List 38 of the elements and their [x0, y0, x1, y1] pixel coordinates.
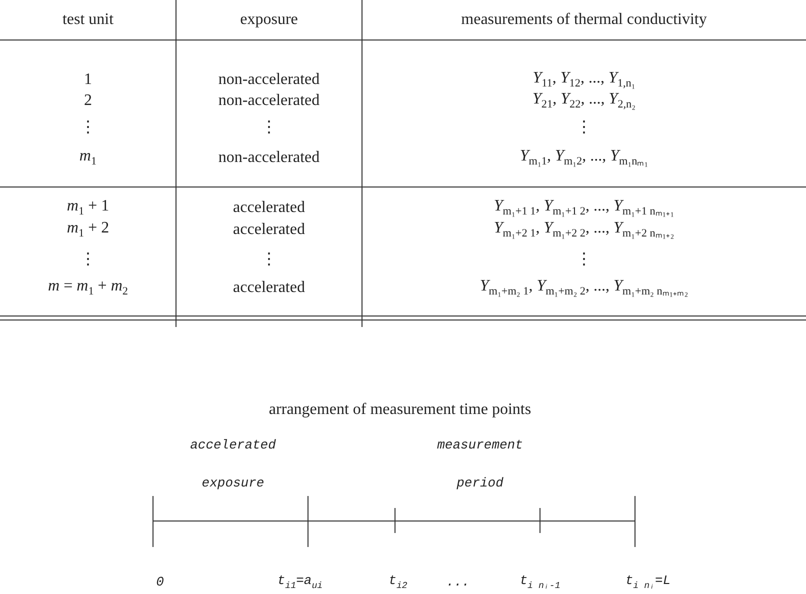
table-cell: 1 — [84, 72, 92, 88]
period-label: exposure — [202, 476, 264, 490]
table-cell: non-accelerated — [218, 150, 320, 166]
table-cell: ⋮ — [261, 120, 277, 136]
table-cell: Y$_{11}$, Y$_{12}$, ..., Y$_{1,n₁}$ — [532, 70, 636, 90]
table-cell: exposure — [240, 12, 298, 28]
table-cell: m$_{1}$ + 1 — [66, 198, 110, 218]
table-cell: Y$_{m₁1}$, Y$_{m₁2}$, ..., Y$_{m₁nₘ₁}$ — [520, 148, 648, 168]
time-point-label: t$_{i nᵢ-1}$ — [520, 574, 560, 590]
table-cell: accelerated — [233, 222, 305, 238]
table-cell: ⋮ — [261, 252, 277, 268]
table-cell: accelerated — [233, 200, 305, 216]
period-label: accelerated — [190, 438, 276, 452]
time-point-label: t$_{i1}$=a$_{ui}$ — [277, 574, 323, 590]
table-cell: ⋮ — [576, 252, 592, 268]
time-point-label: ... — [446, 576, 470, 588]
period-label: period — [456, 476, 504, 490]
table-cell: m$_{1}$ + 2 — [66, 220, 110, 240]
table-cell: Y$_{m₁+m₂ 1}$, Y$_{m₁+m₂ 2}$, ..., Y$_{m₁+m₂ nₘ₁₊ₘ₂}$ — [480, 278, 688, 298]
table-cell: ⋮ — [576, 120, 592, 136]
table-cell: m$_{1}$ — [79, 148, 97, 168]
table-cell: test unit — [62, 12, 114, 28]
table-cell: non-accelerated — [218, 72, 320, 88]
time-point-label: t$_{i nᵢ}$=L — [625, 574, 671, 590]
period-label: measurement — [437, 438, 523, 452]
table-cell: 2 — [84, 93, 92, 109]
time-point-label: 0 — [156, 576, 164, 588]
table-cell: non-accelerated — [218, 93, 320, 109]
table-cell: ⋮ — [80, 120, 96, 136]
table-cell: accelerated — [233, 280, 305, 296]
table-cell: Y$_{m₁+1 1}$, Y$_{m₁+1 2}$, ..., Y$_{m₁+1 nₘ₁₊₁}$ — [494, 198, 674, 218]
time-point-label: t$_{i2}$ — [388, 574, 408, 590]
timeline-title: arrangement of measurement time points — [268, 402, 532, 418]
table-cell: Y$_{21}$, Y$_{22}$, ..., Y$_{2,n₂}$ — [532, 91, 636, 111]
table-cell: m = m$_{1}$ + m$_{2}$ — [48, 278, 128, 298]
table-cell: ⋮ — [80, 252, 96, 268]
table-cell: Y$_{m₁+2 1}$, Y$_{m₁+2 2}$, ..., Y$_{m₁+2 nₘ₁₊₂}$ — [494, 220, 674, 240]
table-cell: measurements of thermal conductivity — [461, 12, 707, 28]
